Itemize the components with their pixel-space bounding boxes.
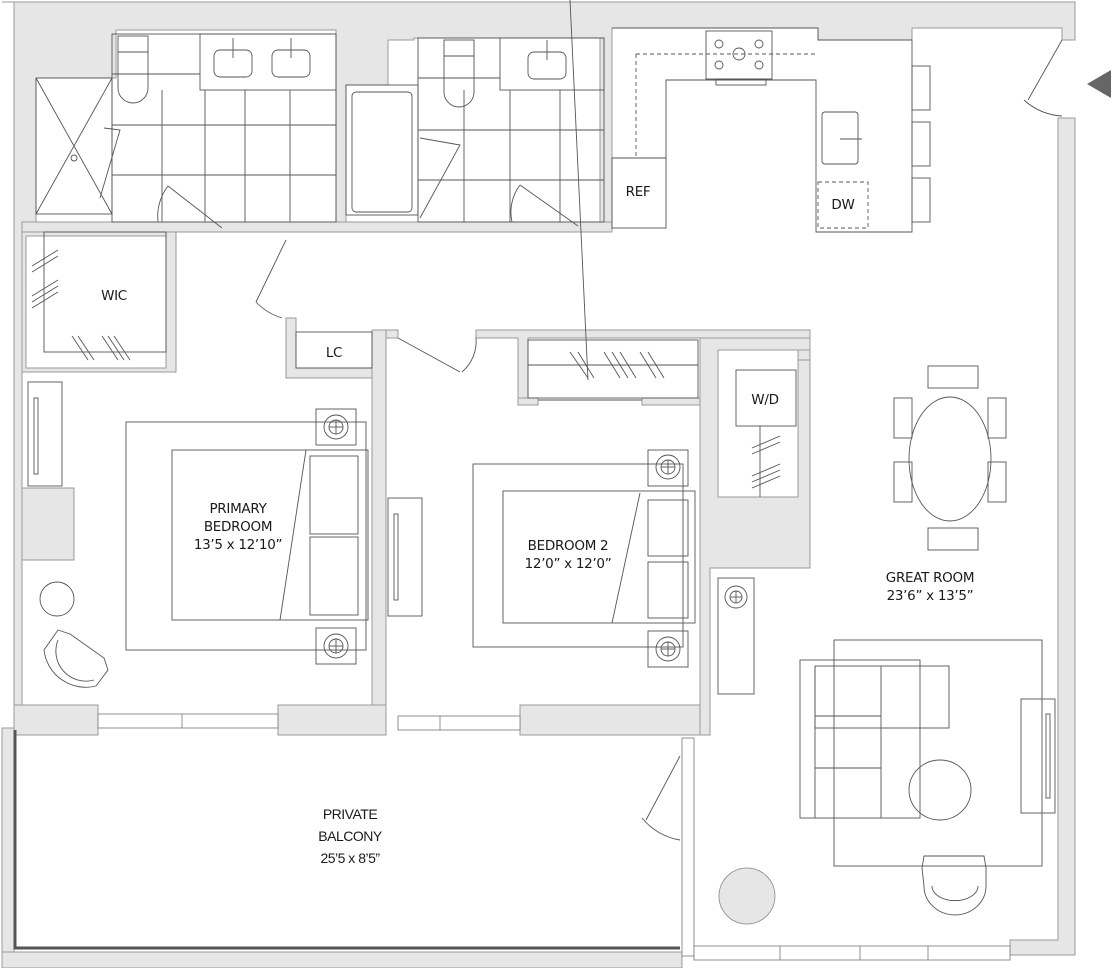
great-room-name: GREAT ROOM <box>885 570 975 586</box>
balcony-name-2: BALCONY <box>318 828 382 844</box>
primary-bedroom-label: PRIMARY BEDROOM 13’5 x 12’10” <box>193 500 283 554</box>
lc-label: LC <box>325 345 343 361</box>
balcony-label: PRIVATE BALCONY 25’5 x 8’5” <box>318 803 382 869</box>
bedroom2-dimensions: 12’0” x 12’0” <box>524 556 612 572</box>
great-room-dimensions: 23’6” x 13’5” <box>886 588 974 604</box>
wic-label: WIC <box>101 288 127 304</box>
entry-arrow-icon <box>1087 70 1111 98</box>
ottoman-icon <box>718 867 776 925</box>
ref-label: REF <box>625 184 651 200</box>
balcony-dimensions: 25’5 x 8’5” <box>320 850 380 866</box>
dw-label: DW <box>831 197 855 213</box>
primary-bedroom-dimensions: 13’5 x 12’10” <box>193 537 283 553</box>
bedroom2-name: BEDROOM 2 <box>527 538 609 554</box>
primary-bedroom-name-2: BEDROOM <box>203 519 273 535</box>
bedroom2-label: BEDROOM 2 12’0” x 12’0” <box>525 537 612 573</box>
wd-label: W/D <box>751 392 779 408</box>
primary-bedroom-name-1: PRIMARY <box>209 501 267 517</box>
great-room-label: GREAT ROOM 23’6” x 13’5” <box>885 569 975 605</box>
balcony-name-1: PRIVATE <box>322 806 378 822</box>
